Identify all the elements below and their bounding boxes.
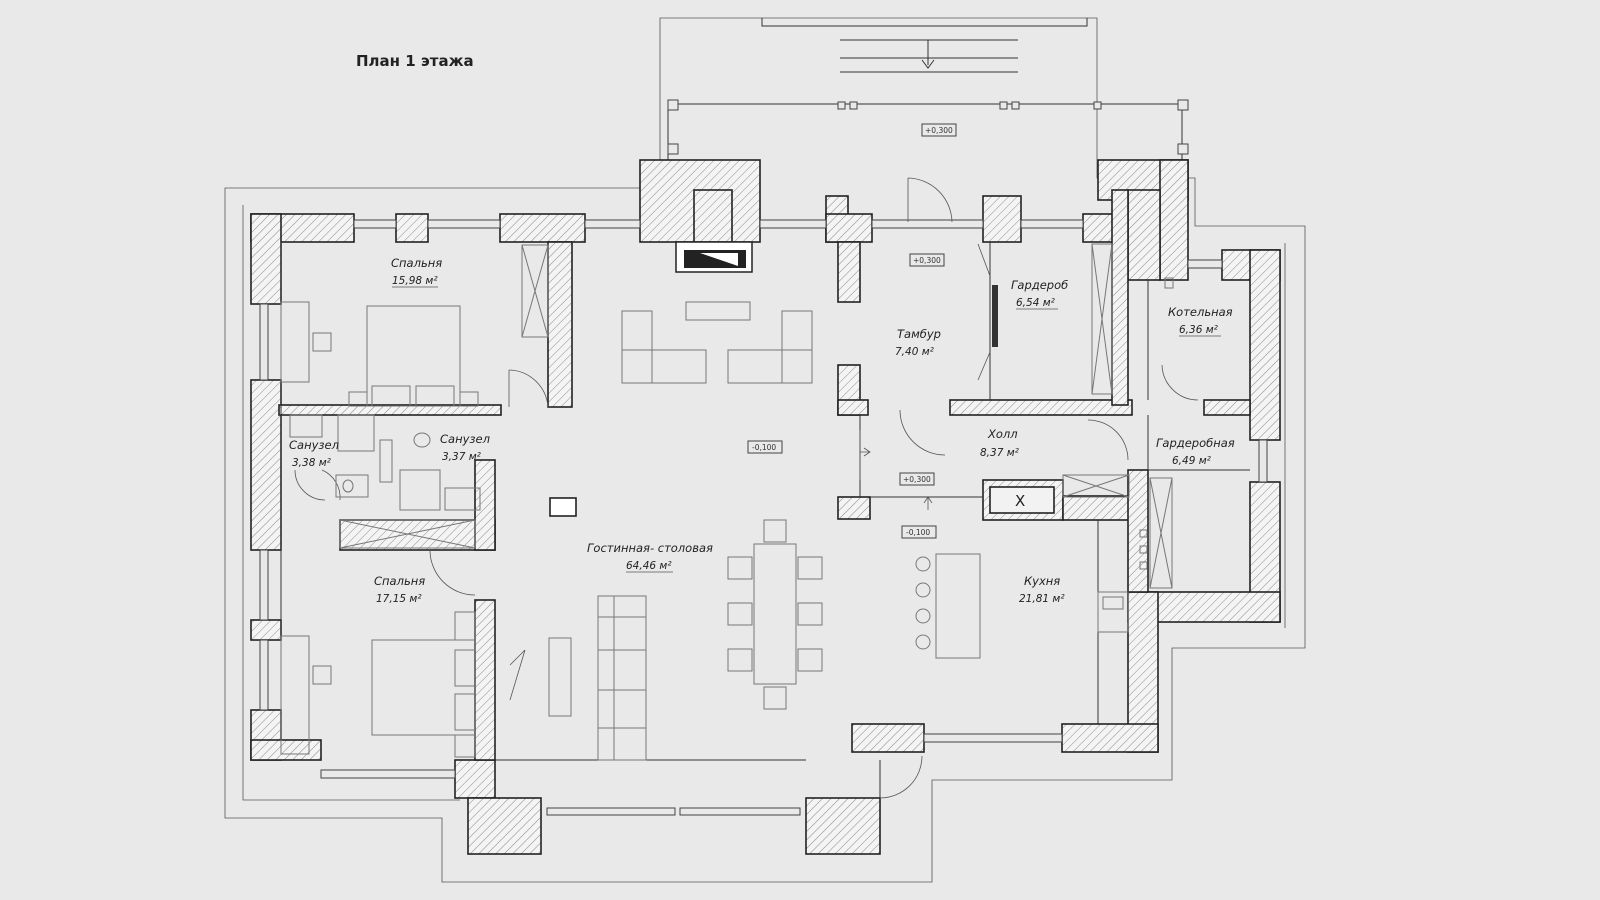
hall-level: +0,300 <box>903 475 931 484</box>
wardrobe-name: Гардероб <box>1011 278 1068 292</box>
dressing-name: Гардеробная <box>1156 436 1235 450</box>
bedroom1-name: Спальня <box>391 256 442 270</box>
walls <box>250 159 1281 855</box>
level-markers: +0,300 -0,100 +0,300 -0,100 <box>747 253 945 539</box>
bath2-area: 3,37 м² <box>442 451 482 463</box>
vestibule-name: Тамбур <box>897 327 941 341</box>
hall-area: 8,37 м² <box>980 447 1020 459</box>
bedroom1-area: 15,98 м² <box>392 275 438 287</box>
living-name: Гостинная- столовая <box>587 541 713 555</box>
bath1-name: Санузел <box>289 438 340 452</box>
fireplace-opening <box>700 253 738 266</box>
hall-name: Холл <box>987 427 1018 441</box>
bedroom2-area: 17,15 м² <box>376 593 422 605</box>
kitchen-shaft <box>989 486 1055 514</box>
boiler-area: 6,36 м² <box>1179 324 1219 336</box>
kitchen-level: -0,100 <box>906 528 930 537</box>
vestibule-level: +0,300 <box>913 256 941 265</box>
bedroom2-name: Спальня <box>374 574 425 588</box>
plan-title: План 1 этажа <box>356 52 474 70</box>
wardrobe-area: 6,54 м² <box>1016 297 1056 309</box>
furniture <box>280 243 1174 761</box>
bath1-area: 3,38 м² <box>292 457 332 469</box>
outer-outline-inner <box>242 205 460 801</box>
terrace-level: +0,300 <box>925 126 953 135</box>
windows <box>259 219 1268 816</box>
dressing-area: 6,49 м² <box>1172 455 1212 467</box>
terrace: +0,300 <box>667 18 1189 180</box>
vestibule-area: 7,40 м² <box>895 346 935 358</box>
living-area: 64,46 м² <box>626 560 672 572</box>
living-level: -0,100 <box>752 443 776 452</box>
kitchen-area: 21,81 м² <box>1019 593 1065 605</box>
doors <box>294 177 1199 799</box>
boiler-name: Котельная <box>1168 305 1233 319</box>
kitchen-shaft-mark: X <box>1015 492 1025 510</box>
room-labels: Спальня 15,98 м² Санузел 3,38 м² Санузел… <box>289 256 1235 605</box>
kitchen-name: Кухня <box>1024 574 1060 588</box>
outer-outline <box>224 17 1306 883</box>
bath2-name: Санузел <box>440 432 491 446</box>
